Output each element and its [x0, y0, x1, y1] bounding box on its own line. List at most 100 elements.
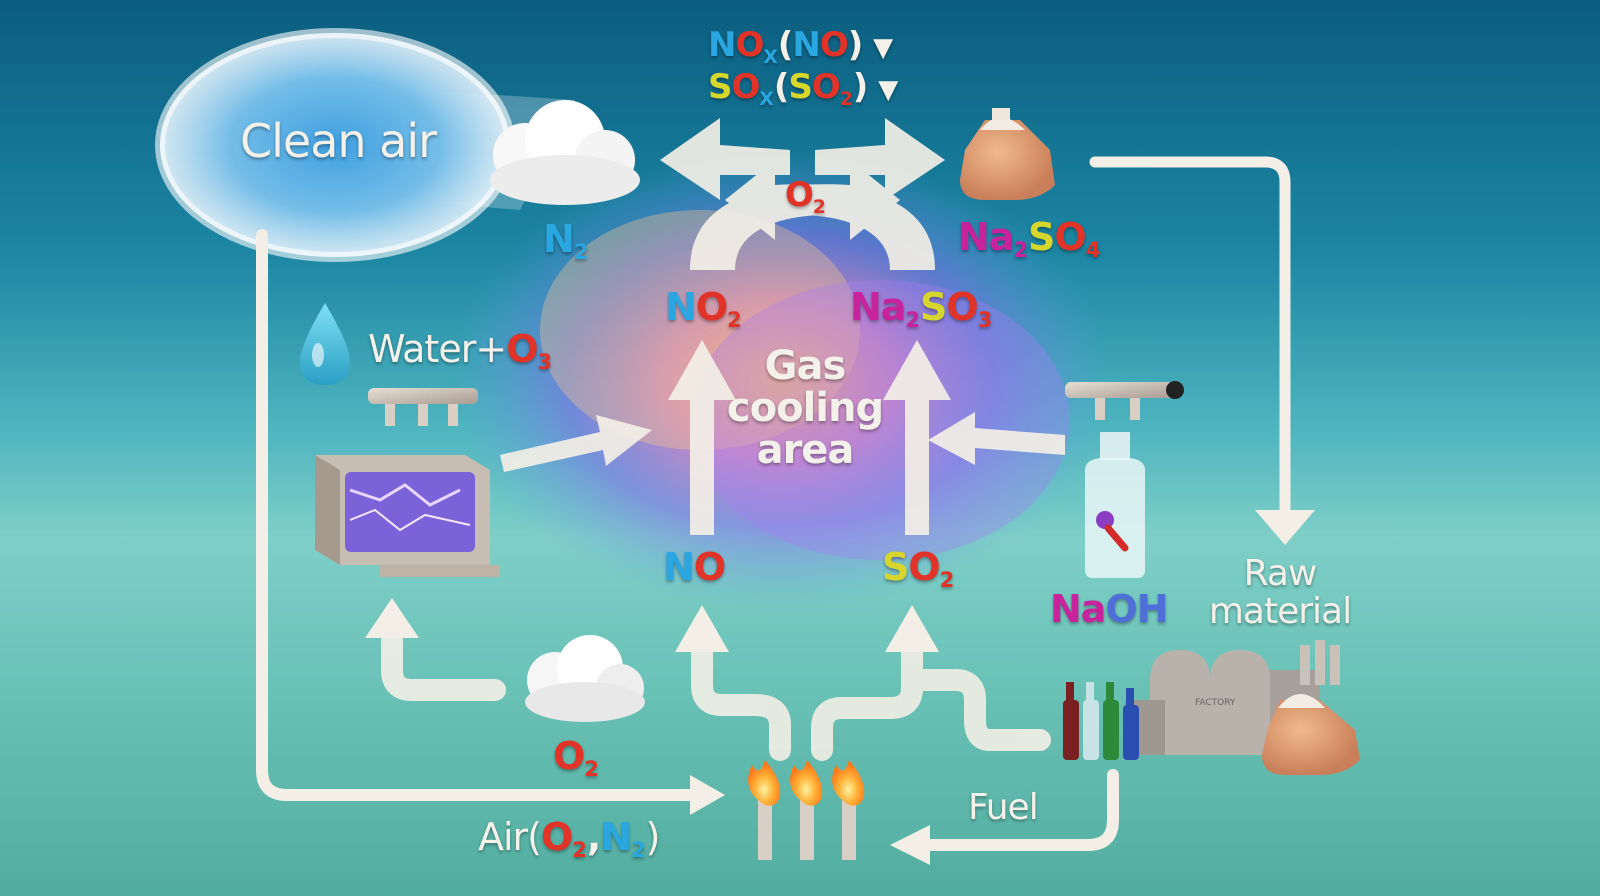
- nox-label: NOX(NO) ▼: [708, 25, 893, 66]
- air-arrow-head: [690, 775, 725, 815]
- o-symbol: O: [908, 545, 940, 589]
- sox-label: SOX(SO2) ▼: [708, 67, 898, 108]
- raw-material-label: Raw material: [1200, 555, 1360, 631]
- subscript-2: 2: [939, 568, 955, 593]
- plus-sign: +: [475, 327, 507, 371]
- n-symbol: N: [665, 285, 697, 329]
- subscript-2: 2: [812, 196, 826, 218]
- o-symbol: O: [946, 285, 978, 329]
- na-symbol: Na: [850, 285, 906, 329]
- fuel-label: Fuel: [968, 787, 1039, 828]
- water-text: Water: [368, 327, 476, 371]
- o2-cloud-icon: [525, 635, 645, 722]
- o-symbol: O: [731, 67, 761, 107]
- x-subscript: X: [763, 46, 778, 68]
- factory-sign: FACTORY: [1195, 698, 1236, 708]
- n-symbol: N: [792, 25, 820, 65]
- o-symbol: O: [1105, 587, 1137, 631]
- n-symbol: N: [708, 25, 736, 65]
- paren-close: ): [645, 815, 661, 859]
- n2-label: N2: [543, 217, 588, 263]
- water-drop-icon: [300, 303, 350, 385]
- subscript-2: 2: [584, 757, 599, 782]
- nozzle-right-icon: [1065, 381, 1184, 420]
- subscript-2: 2: [631, 838, 646, 863]
- sack-icon: [960, 108, 1055, 200]
- fuel-loop-arrow: [924, 769, 1119, 851]
- na-symbol: Na: [958, 215, 1014, 259]
- gas-text: Gas: [764, 343, 847, 389]
- paren-close: ): [852, 67, 869, 107]
- naoh-bottle-icon: [1085, 432, 1145, 578]
- area-text: area: [756, 427, 855, 473]
- s-symbol: S: [1028, 215, 1055, 259]
- subscript-2: 2: [572, 838, 587, 863]
- so2-label: SO2: [882, 545, 954, 591]
- na2so3-label: Na2SO3: [850, 285, 992, 331]
- no-label: NO: [663, 545, 726, 589]
- burner-out-arrows: [381, 624, 1051, 761]
- cooling-text: cooling: [726, 385, 884, 431]
- o-symbol: O: [735, 25, 764, 65]
- na2so4-label: Na2SO4: [958, 215, 1100, 261]
- paren-close: ): [847, 25, 864, 65]
- n-symbol: N: [600, 815, 632, 859]
- decrease-arrow-icon: ▼: [878, 75, 898, 105]
- o-symbol: O: [819, 25, 849, 65]
- subscript-2: 2: [839, 88, 853, 110]
- n-symbol: N: [663, 545, 695, 589]
- x-subscript: X: [759, 88, 774, 110]
- paren-open: (: [777, 25, 794, 65]
- n-symbol: N: [543, 217, 575, 261]
- sack-bottom-icon: [1262, 694, 1360, 775]
- s-symbol: S: [788, 67, 812, 107]
- subscript-4: 4: [1085, 238, 1101, 263]
- subscript-3: 3: [977, 308, 993, 333]
- o-symbol: O: [695, 285, 728, 329]
- o-symbol: O: [785, 175, 814, 215]
- raw-material-arrow-head: [1255, 510, 1315, 545]
- n2-cloud-icon: [490, 100, 640, 205]
- o-symbol: O: [811, 67, 841, 107]
- na-symbol: Na: [1050, 587, 1106, 631]
- subscript-2: 2: [1013, 238, 1028, 263]
- gas-cooling-area-label: Gas cooling area: [715, 345, 895, 471]
- o2-bottom-label: O2: [553, 734, 599, 780]
- s-symbol: S: [708, 67, 732, 107]
- side-arrows: [500, 412, 1065, 472]
- air-loop-arrow: [256, 229, 696, 801]
- o-symbol: O: [1054, 215, 1086, 259]
- h-symbol: H: [1136, 587, 1169, 631]
- raw-material-loop-arrow: [1089, 156, 1291, 516]
- air-text: Air(: [478, 815, 542, 859]
- o-symbol: O: [506, 327, 538, 371]
- air-label: Air(O2,N2): [478, 815, 661, 861]
- water-o3-label: Water+O3: [368, 327, 552, 373]
- s-symbol: S: [920, 285, 947, 329]
- top-cross-arrows: [660, 118, 945, 270]
- burner-out-arrow-heads: [365, 598, 939, 652]
- gas-cooling-glow: [450, 150, 1110, 610]
- subscript-2: 2: [573, 240, 589, 265]
- plasma-reactor-icon: [315, 455, 500, 577]
- subscript-3: 3: [537, 350, 553, 375]
- burner-flame-icon: [748, 760, 865, 860]
- vertical-arrows: [668, 340, 951, 535]
- o-symbol: O: [693, 545, 726, 589]
- o-symbol: O: [541, 815, 573, 859]
- o-symbol: O: [553, 734, 585, 778]
- clean-air-label: Clean air: [240, 114, 437, 168]
- decrease-arrow-icon: ▼: [873, 33, 893, 63]
- no2-label: NO2: [665, 285, 742, 331]
- o2-center-label: O2: [785, 175, 826, 216]
- s-symbol: S: [882, 545, 909, 589]
- fuel-arrow-head: [890, 825, 930, 865]
- nozzle-left-icon: [368, 388, 478, 426]
- subscript-2: 2: [905, 308, 920, 333]
- raw-text: Raw: [1243, 553, 1318, 594]
- subscript-2: 2: [727, 308, 742, 333]
- paren-open: (: [773, 67, 790, 107]
- naoh-label: NaOH: [1050, 587, 1169, 631]
